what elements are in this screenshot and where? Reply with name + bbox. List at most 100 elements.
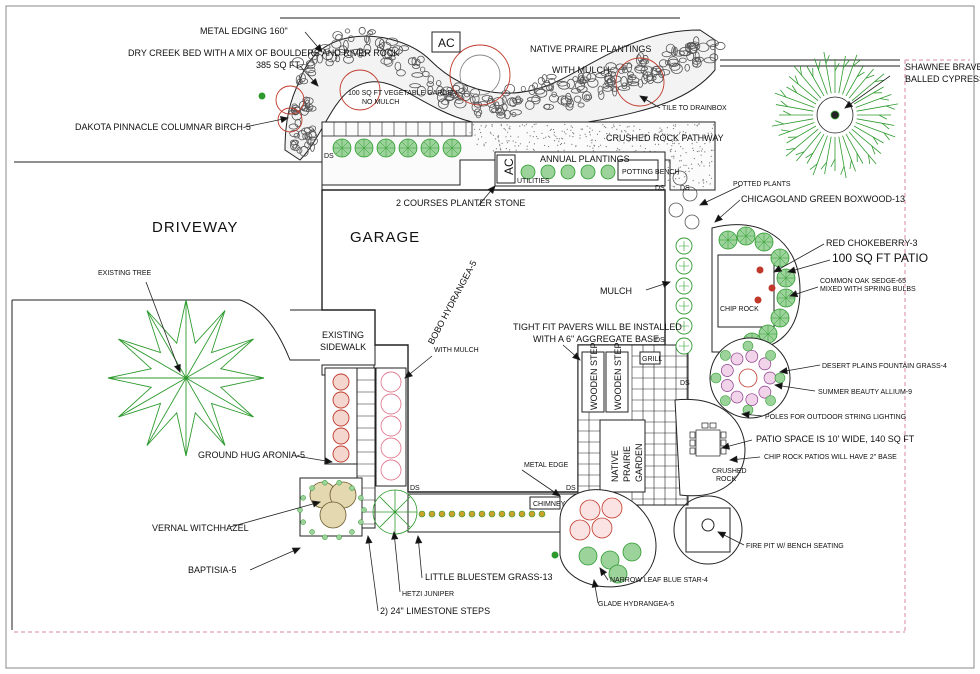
gravel-dot — [543, 137, 545, 139]
label-chip-rock: CHIP ROCK — [720, 306, 759, 313]
cypress-needle — [791, 85, 798, 94]
creek-rock — [308, 105, 317, 112]
creek-rock — [669, 62, 681, 71]
label-dakota-birch: DAKOTA PINNACLE COLUMNAR BIRCH-5 — [75, 122, 251, 132]
gravel-dot — [688, 167, 690, 169]
creek-rock — [503, 110, 511, 120]
boxwood-branch — [357, 141, 365, 149]
creek-rock — [304, 141, 310, 149]
gravel-dot — [682, 139, 684, 141]
gravel-dot — [536, 135, 538, 138]
boxwood-branch — [379, 147, 387, 155]
gravel-dot — [508, 127, 510, 129]
existing-tree — [107, 299, 265, 457]
bobo-bed — [375, 367, 407, 487]
fountain-grass — [738, 368, 758, 388]
gravel-dot — [701, 150, 703, 152]
gravel-dot — [669, 149, 671, 151]
glade-hydrangea — [579, 499, 601, 521]
gravel-dot — [605, 146, 607, 148]
sedge-blade — [779, 291, 787, 299]
potted-plant — [684, 214, 700, 230]
bobo-hydrangea — [380, 415, 402, 437]
accent-plant — [551, 551, 559, 559]
gravel-dot — [712, 149, 714, 151]
gravel-dot — [616, 149, 618, 151]
gravel-dot — [674, 150, 677, 152]
gravel-dot — [518, 145, 520, 147]
label-native-prairie-2: WITH MULCH — [552, 65, 610, 75]
leader-arrow — [415, 534, 423, 544]
cypress-needle — [806, 66, 825, 97]
gravel-dot — [514, 145, 516, 147]
gravel-dot — [696, 124, 698, 126]
creek-rock — [291, 57, 305, 68]
tree-spoke — [185, 310, 226, 379]
gravel-dot — [483, 145, 485, 147]
creek-rock — [441, 86, 453, 96]
gravel-dot — [611, 127, 613, 129]
ds-3: DS — [655, 337, 665, 344]
gravel-dot — [699, 165, 701, 167]
gravel-dot — [632, 130, 634, 132]
gravel-dot — [533, 131, 535, 133]
gravel-dot — [490, 133, 492, 135]
bluestem-grass — [498, 510, 506, 518]
gravel-dot — [544, 144, 546, 147]
boxwood-branch — [341, 141, 349, 149]
gravel-dot — [515, 149, 517, 151]
cypress-needle — [799, 66, 802, 76]
boxwood-branch — [423, 141, 431, 149]
gravel-dot — [613, 126, 615, 128]
gravel-dot — [678, 133, 681, 135]
label-poles: POLES FOR OUTDOOR STRING LIGHTING — [765, 414, 906, 421]
creek-rock — [533, 87, 546, 95]
gravel-dot — [697, 163, 699, 165]
gravel-dot — [473, 128, 475, 130]
gravel-dot — [685, 132, 687, 134]
gravel-dot — [469, 132, 471, 134]
creek-rock — [551, 91, 557, 98]
sedge-blade — [739, 235, 747, 243]
gravel-dot — [565, 133, 567, 135]
baptisia-plant — [309, 529, 315, 535]
gravel-dot — [673, 186, 676, 188]
annual-plant — [540, 164, 556, 180]
gravel-dot — [548, 135, 550, 137]
gravel-dot — [558, 138, 560, 140]
cypress-needle — [851, 73, 885, 102]
sedge-blade — [727, 233, 735, 241]
cypress-needle — [865, 74, 875, 79]
creek-rock — [689, 41, 701, 51]
potting-bench — [617, 159, 659, 181]
label-metal-edge: METAL EDGE — [524, 462, 569, 469]
gravel-dot — [485, 142, 487, 144]
gravel-dot — [552, 129, 555, 131]
creek-rock — [687, 42, 695, 48]
cypress-needle — [820, 162, 827, 170]
gravel-dot — [700, 154, 702, 156]
gravel-dot — [669, 184, 672, 187]
baptisia-plant — [336, 479, 342, 486]
label-shawnee-1: SHAWNEE BRAVE — [905, 62, 980, 72]
creek-rock — [347, 35, 355, 42]
label-summer-beauty: SUMMER BEAUTY ALLIUM-9 — [818, 389, 912, 396]
creek-rock — [383, 48, 393, 60]
gravel-dot — [485, 125, 487, 127]
gravel-dot — [678, 177, 680, 179]
creek-rock — [670, 63, 683, 74]
sedge-blade — [767, 327, 775, 335]
creek-rock — [577, 79, 587, 84]
creek-rock — [587, 78, 599, 88]
sedge-blade — [779, 271, 787, 279]
south-bed — [551, 489, 657, 588]
gravel-dot — [623, 142, 625, 144]
label-pavers-1: TIGHT FIT PAVERS WILL BE INSTALLED — [513, 322, 682, 332]
patio-chair — [701, 422, 709, 429]
boxwood-branch — [357, 147, 365, 155]
gravel-dot — [705, 136, 707, 138]
creek-rock — [597, 85, 604, 95]
leader-arrow — [404, 370, 413, 379]
creek-rock — [627, 71, 634, 78]
gravel-dot — [603, 125, 606, 128]
